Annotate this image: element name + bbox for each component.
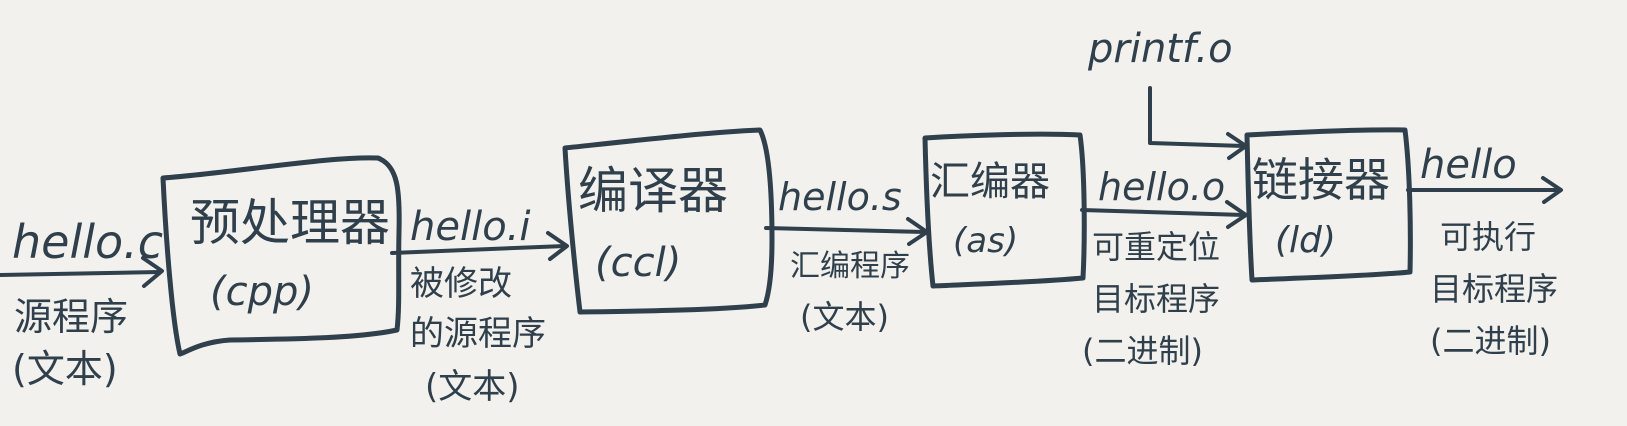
stage-tool-ccl: (ccl) bbox=[595, 240, 681, 286]
stage-box-outline bbox=[160, 155, 402, 357]
stage-box-ld bbox=[1244, 127, 1413, 283]
file-name-hello-o: hello.o bbox=[1098, 165, 1225, 209]
arrow-head-hello bbox=[1541, 176, 1563, 204]
arrow-hello-c bbox=[0, 270, 162, 277]
file-name-hello-s: hello.s bbox=[778, 175, 902, 219]
stage-box-cpp bbox=[160, 155, 402, 357]
stage-name-ccl: 编译器 bbox=[578, 162, 728, 220]
file-desc-hello-c-line2: (文本) bbox=[12, 347, 118, 391]
stage-name-ld: 链接器 bbox=[1252, 153, 1390, 207]
file-desc-hello-i-line3: (文本) bbox=[425, 367, 520, 407]
file-desc-hello-line3: (二进制) bbox=[1430, 322, 1551, 360]
stage-tool-ld: (ld) bbox=[1275, 220, 1336, 261]
file-desc-hello-line1: 可执行 bbox=[1440, 218, 1536, 256]
file-desc-hello-i-line2: 的源程序 bbox=[410, 314, 546, 354]
file-name-hello-c: hello.c bbox=[12, 215, 163, 269]
file-desc-hello-i-line1: 被修改 bbox=[410, 264, 512, 304]
file-name-hello-i: hello.i bbox=[410, 204, 531, 250]
arrow-hello-o bbox=[1080, 208, 1246, 217]
arrow-hello-s bbox=[764, 226, 927, 234]
file-desc-hello-o-line2: 目标程序 bbox=[1092, 280, 1220, 318]
stage-tool-as: (as) bbox=[953, 221, 1018, 261]
file-desc-hello-s-line1: 汇编程序 bbox=[790, 249, 910, 284]
arrow-head-hello-c bbox=[141, 256, 164, 288]
stage-box-ccl bbox=[562, 127, 775, 315]
arrow-hello-i bbox=[390, 244, 567, 255]
stage-box-outline bbox=[562, 127, 775, 315]
stage-box-outline bbox=[1244, 127, 1413, 283]
file-desc-hello-o-line1: 可重定位 bbox=[1092, 228, 1220, 266]
extra-input-printf-o: printf.o bbox=[1087, 26, 1233, 72]
stage-box-as bbox=[922, 131, 1087, 289]
file-name-hello: hello bbox=[1420, 142, 1517, 188]
stage-name-cpp: 预处理器 bbox=[190, 194, 390, 252]
file-desc-hello-c-line1: 源程序 bbox=[14, 295, 128, 339]
stage-box-outline bbox=[922, 131, 1087, 289]
arrow-head-hello-i bbox=[546, 231, 569, 261]
file-desc-hello-o-line3: (二进制) bbox=[1082, 332, 1203, 370]
file-desc-hello-s-line2: (文本) bbox=[800, 298, 889, 336]
stage-name-as: 汇编器 bbox=[930, 159, 1050, 205]
arrow-printf-o bbox=[1148, 86, 1246, 148]
stage-tool-cpp: (cpp) bbox=[210, 269, 314, 315]
arrow-head-hello-o bbox=[1225, 200, 1248, 229]
file-desc-hello-line2: 目标程序 bbox=[1430, 270, 1558, 308]
